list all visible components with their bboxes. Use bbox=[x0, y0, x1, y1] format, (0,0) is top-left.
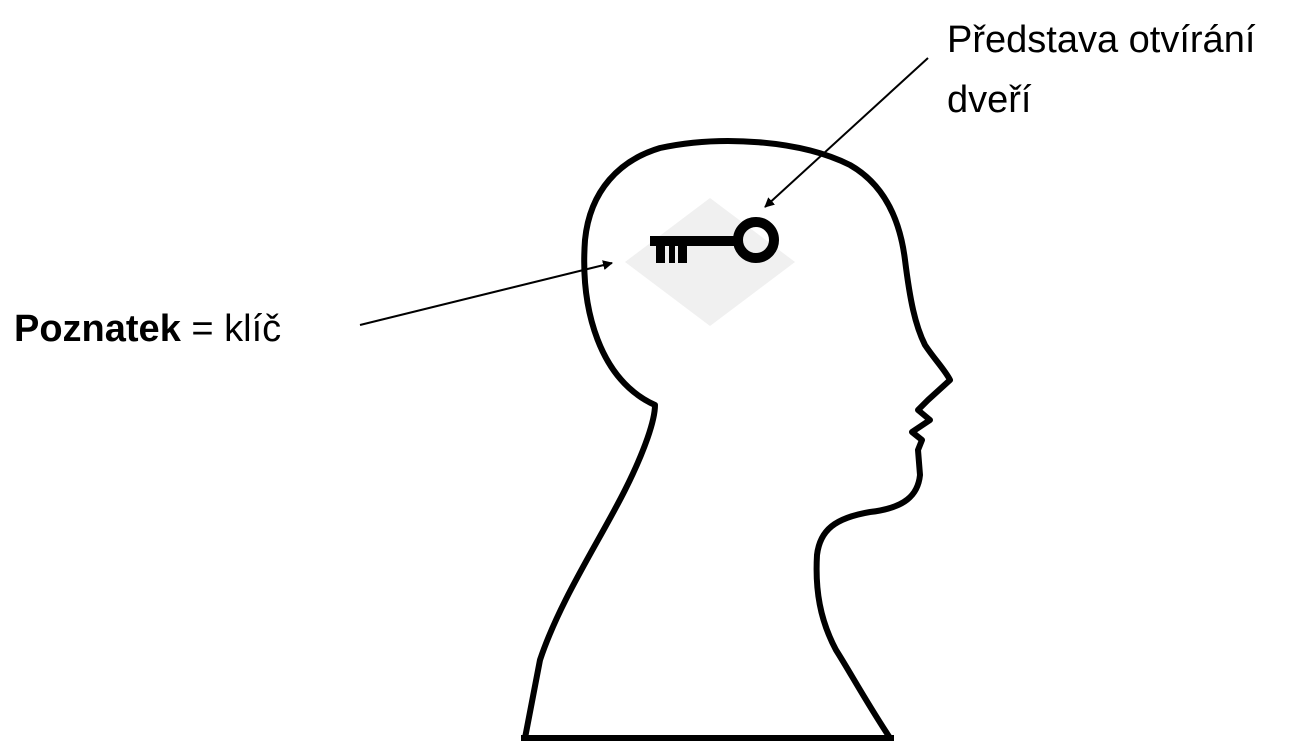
idea-label-line2: dveří bbox=[947, 70, 1297, 130]
concept-definition: = klíč bbox=[181, 308, 281, 350]
idea-arrow bbox=[765, 58, 928, 207]
idea-label-line1: Představa otvírání bbox=[947, 10, 1297, 70]
concept-label: Poznatek = klíč bbox=[14, 306, 281, 352]
idea-label: Představa otvírání dveří bbox=[947, 10, 1297, 130]
concept-arrow bbox=[360, 263, 612, 325]
concept-term: Poznatek bbox=[14, 308, 181, 350]
key-shadow bbox=[625, 198, 795, 326]
